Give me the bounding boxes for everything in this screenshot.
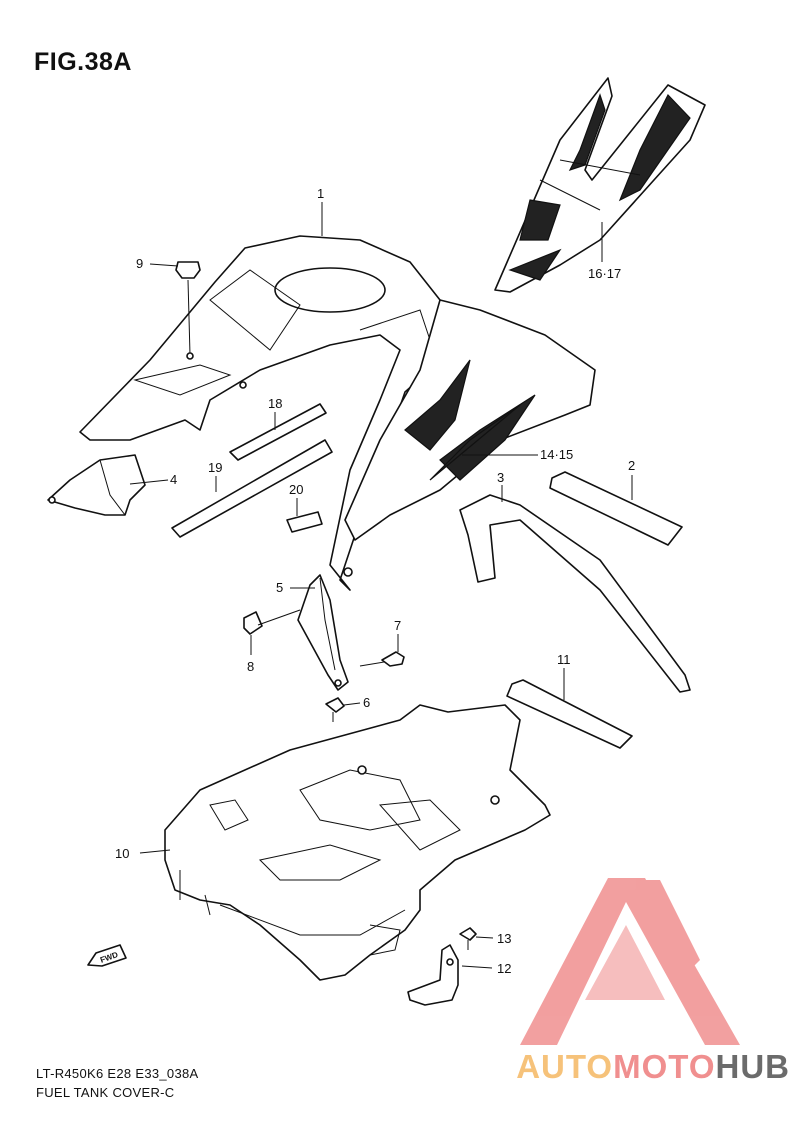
bracket-3: [459, 494, 691, 693]
clip-8: [243, 611, 263, 635]
fwd-arrow-icon: FWD: [87, 944, 127, 967]
model-code: LT-R450K6 E28 E33_038A: [36, 1066, 199, 1081]
watermark-logo: [520, 878, 740, 1045]
callout-6: 6: [363, 695, 370, 710]
watermark-part2: MOTO: [613, 1048, 716, 1085]
bracket-12: [407, 944, 459, 1006]
figure-name: FUEL TANK COVER-C: [36, 1085, 175, 1100]
callout-8: 8: [247, 659, 254, 674]
bracket-4: [47, 454, 146, 516]
watermark-text: AUTOMOTOHUB: [516, 1048, 790, 1086]
figure-title: FIG.38A: [34, 48, 132, 76]
screw-6: [325, 697, 345, 722]
callout-7: 7: [394, 618, 401, 633]
callout-19: 19: [208, 460, 222, 475]
watermark-part3: HUB: [715, 1048, 790, 1085]
screw-7: [359, 651, 405, 667]
callout-9: 9: [136, 256, 143, 271]
clip-9: [175, 261, 201, 360]
strip-18: [229, 403, 327, 461]
watermark-part1: AUTO: [516, 1048, 614, 1085]
decal-16-17: [494, 77, 706, 293]
pad-20: [286, 511, 323, 533]
callout-4: 4: [170, 472, 177, 487]
callout-13: 13: [497, 931, 511, 946]
callout-12: 12: [497, 961, 511, 976]
callout-20: 20: [289, 482, 303, 497]
callout-3: 3: [497, 470, 504, 485]
callout-5: 5: [276, 580, 283, 595]
callout-14-15: 14·15: [540, 447, 573, 462]
callout-11: 11: [557, 652, 571, 667]
callout-1: 1: [317, 186, 324, 201]
bracket-5: [297, 574, 349, 691]
callout-labels: 1 2 3 4 5 6 7 8 9 10 11 12 13 14·15 16·1…: [115, 186, 635, 976]
callout-18: 18: [268, 396, 282, 411]
screw-13: [459, 927, 477, 950]
fuel-tank-lower-cover: [164, 704, 551, 981]
callout-2: 2: [628, 458, 635, 473]
callout-16-17: 16·17: [588, 266, 621, 281]
callout-10: 10: [115, 846, 129, 861]
strip-11: [506, 679, 633, 749]
strip-2: [549, 471, 683, 546]
strip-19: [171, 439, 333, 538]
fuel-tank-cover: [79, 235, 596, 591]
leader-lines: [129, 202, 633, 969]
